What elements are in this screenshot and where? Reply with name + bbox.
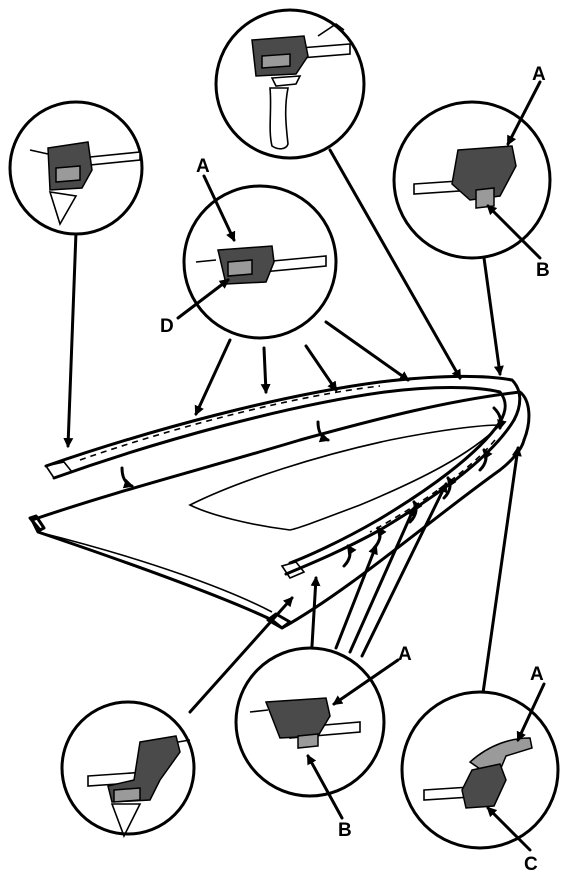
label-d-middle: D <box>160 316 174 337</box>
label-a-bottom-right: A <box>530 664 544 685</box>
label-a-middle: A <box>196 156 210 177</box>
clip-arrows <box>120 406 507 568</box>
label-c-bottom-right: C <box>524 854 538 875</box>
label-a-bottom-center: A <box>398 644 412 665</box>
upper-molding <box>44 374 522 480</box>
leader-arrows <box>63 148 522 714</box>
detail-circle-top-center <box>214 8 366 160</box>
detail-circle-bottom-right <box>400 682 560 852</box>
detail-circle-top-right <box>392 80 552 260</box>
detail-circle-bottom-left <box>60 700 196 838</box>
label-b-top-right: B <box>536 260 550 281</box>
label-b-bottom-center: B <box>338 820 352 841</box>
detail-circle-top-left <box>8 100 144 236</box>
detail-circle-bottom-center <box>234 646 400 820</box>
detail-circle-middle <box>176 174 338 340</box>
label-a-top-right: A <box>532 64 546 85</box>
roof-panel <box>28 390 531 630</box>
